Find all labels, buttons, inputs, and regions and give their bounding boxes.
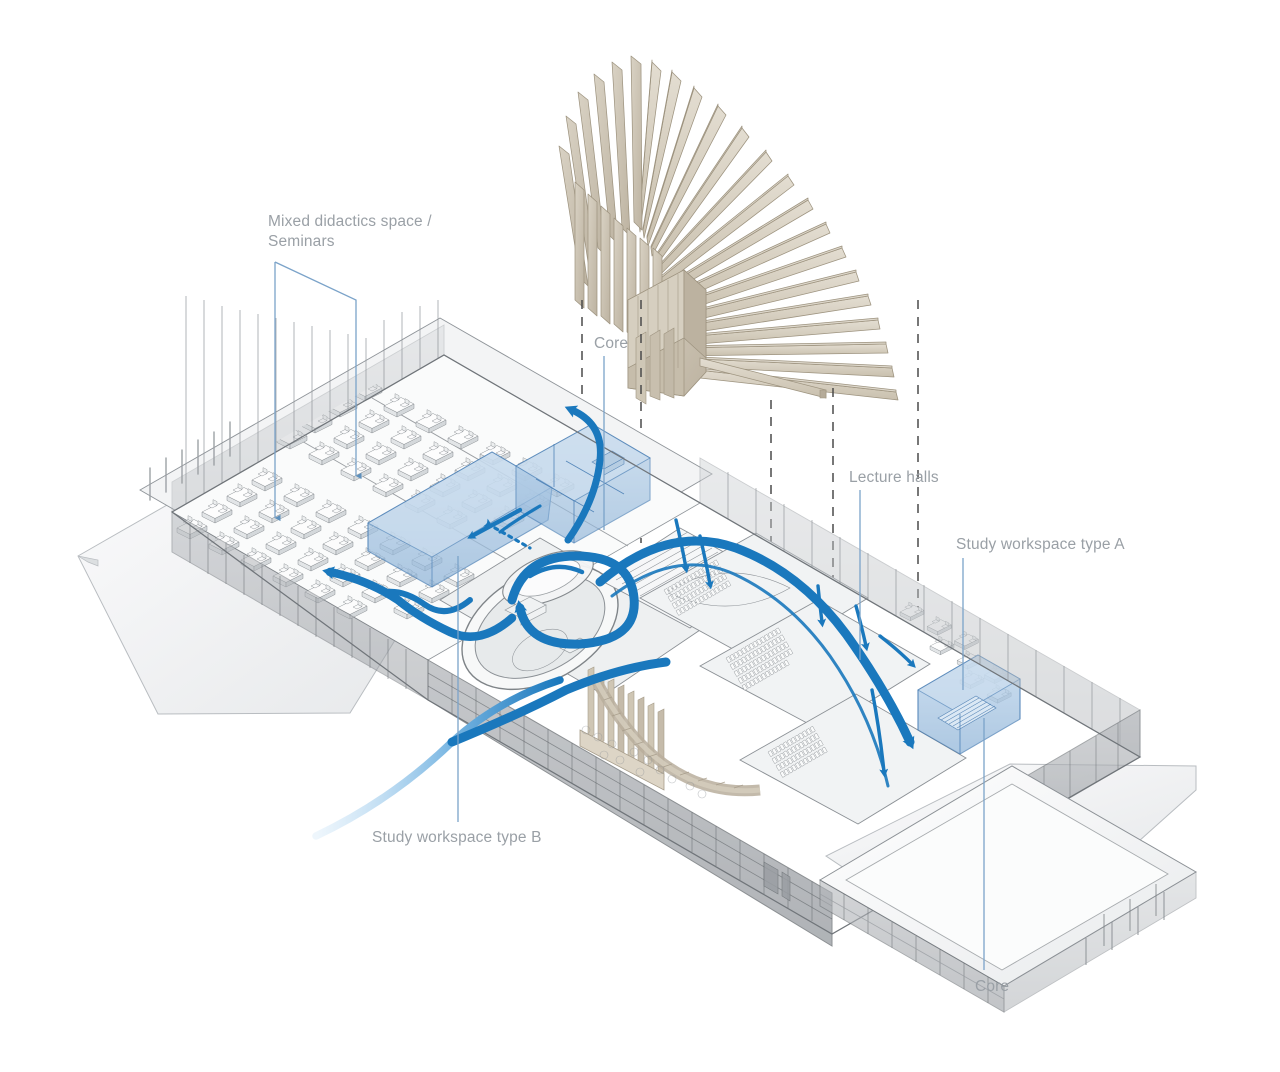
annex-wing (819, 765, 1197, 1013)
roof-timber-fan (558, 55, 899, 405)
annotation-mixed-didactics: Mixed didactics space / Seminars (268, 213, 432, 250)
leader-lines (274, 261, 985, 970)
annotation-study-workspace-a: Study workspace type A (956, 536, 1125, 553)
annotation-study-workspace-b: Study workspace type B (372, 829, 542, 846)
annotation-core-bottom: Core (975, 978, 1010, 995)
facade-northwest-back (149, 296, 445, 513)
annotation-lecture-halls: Lecture halls (849, 469, 939, 486)
circulation-flow-arrows (312, 405, 916, 840)
roof-fan-hub (627, 269, 827, 405)
annotation-core-top: Core (594, 335, 629, 352)
building-main-block (139, 296, 1142, 947)
lecture-hall-3 (739, 693, 967, 825)
facade-southeast-front (427, 659, 833, 947)
core-highlight-center (515, 423, 651, 544)
